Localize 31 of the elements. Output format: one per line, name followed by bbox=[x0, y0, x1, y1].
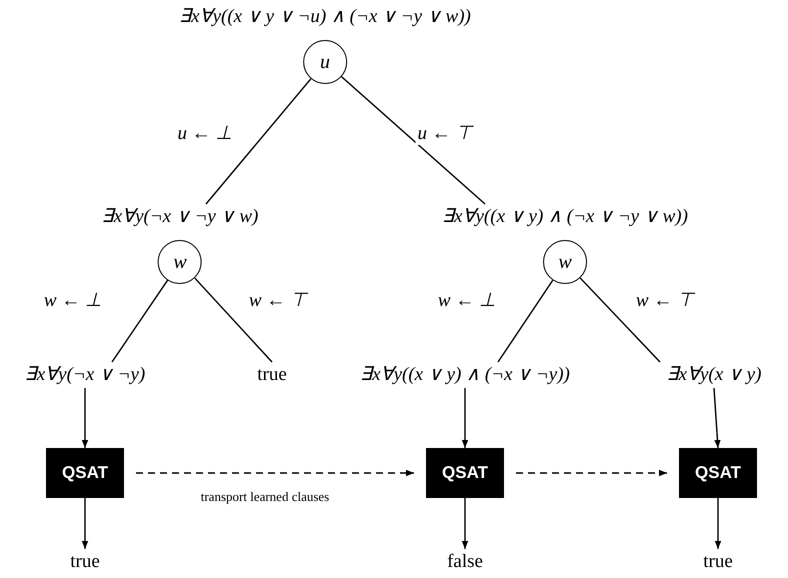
branch-line bbox=[111, 280, 168, 362]
variable-circle: w bbox=[543, 240, 587, 284]
solver-box: QSAT bbox=[426, 448, 504, 498]
result-text: true bbox=[257, 363, 287, 387]
arrow bbox=[462, 498, 468, 549]
dashed-arrow bbox=[516, 470, 667, 476]
formula: ∃x∀y(¬x ∨ ¬y ∨ w) bbox=[102, 205, 258, 229]
formula: ∃x∀y(x ∨ y) bbox=[666, 363, 762, 387]
formula: ∃x∀y((x ∨ y ∨ ¬u) ∧ (¬x ∨ ¬y ∨ w)) bbox=[179, 5, 471, 29]
solver-box: QSAT bbox=[46, 448, 124, 498]
branch-line bbox=[205, 78, 312, 204]
dashed-arrow bbox=[136, 470, 414, 476]
branch-line bbox=[580, 277, 660, 362]
result-text: false bbox=[447, 550, 483, 574]
formula: ∃x∀y(¬x ∨ ¬y) bbox=[24, 363, 146, 387]
variable-circle: u bbox=[303, 40, 347, 84]
arrow bbox=[713, 388, 721, 448]
arrow bbox=[82, 388, 88, 448]
result-text: true bbox=[70, 550, 100, 574]
solver-box: QSAT bbox=[679, 448, 757, 498]
formula: ∃x∀y((x ∨ y) ∧ (¬x ∨ ¬y ∨ w)) bbox=[442, 205, 688, 229]
branch-line bbox=[497, 280, 554, 362]
arrow bbox=[714, 498, 722, 549]
result-text: true bbox=[703, 550, 733, 574]
arrow bbox=[82, 498, 88, 549]
formula: ∃x∀y((x ∨ y) ∧ (¬x ∨ ¬y)) bbox=[360, 363, 570, 387]
branch-line bbox=[340, 76, 486, 205]
arrow bbox=[462, 388, 468, 448]
edge-label: transport learned clauses bbox=[198, 489, 332, 505]
branch-line bbox=[194, 278, 273, 362]
variable-circle: w bbox=[158, 240, 202, 284]
